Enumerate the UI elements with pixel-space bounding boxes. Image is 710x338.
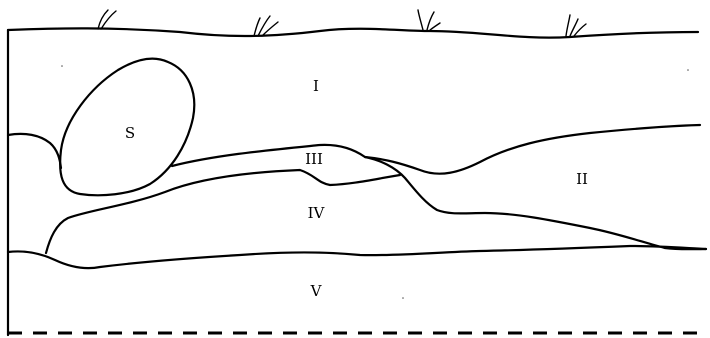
- grass-tuft: [566, 15, 586, 36]
- grass-tuft: [98, 10, 116, 29]
- boundary-top-of-layer-5: [8, 246, 706, 268]
- speck: [61, 65, 63, 67]
- boundary-top-of-layer-4: [46, 170, 400, 253]
- layer-5-label: V: [310, 282, 323, 300]
- boundary-top-of-layer-3: [172, 125, 700, 174]
- ground-surface-line: [8, 28, 698, 37]
- boundary-layer-3-layer-2: [365, 157, 706, 249]
- layer-4-label: IV: [308, 204, 326, 222]
- speck: [687, 69, 689, 71]
- grass-tuft: [254, 16, 278, 36]
- left-boundary-line: [8, 134, 61, 168]
- speck: [402, 297, 404, 299]
- layer-1-label: I: [313, 77, 319, 95]
- stone-label: S: [125, 124, 135, 142]
- grass-tuft: [418, 10, 440, 30]
- layer-3-label: III: [305, 150, 323, 168]
- layer-2-label: II: [576, 170, 588, 188]
